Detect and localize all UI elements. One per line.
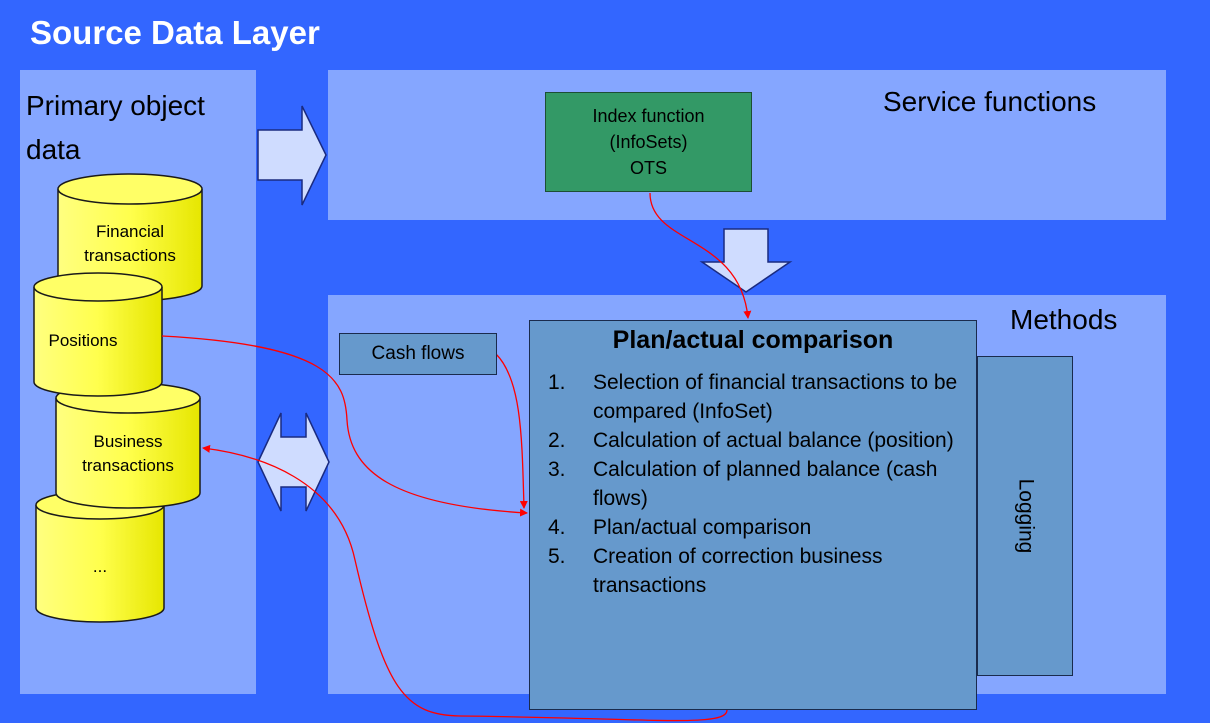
primary-object-data-label: Primary object data (26, 90, 205, 165)
index-function-line: (InfoSets) (609, 132, 688, 152)
index-function-line: OTS (629, 158, 667, 178)
plan-actual-steps: 1.Selection of financial transactions to… (548, 368, 968, 600)
logging-label: Logging (1014, 478, 1037, 554)
double-block-arrow (257, 412, 330, 512)
diagram-title: Source Data Layer (30, 14, 320, 51)
plan-actual-title: Plan/actual comparison (612, 326, 894, 354)
down-block-arrow (699, 228, 793, 293)
step-item: 4.Plan/actual comparison (548, 516, 812, 539)
step-item: 3.Calculation of planned balance (cash f… (548, 458, 938, 510)
index-function-line: Index function (592, 106, 705, 126)
right-block-arrow (257, 105, 327, 206)
connector-index-to-plan (649, 192, 752, 319)
methods-label: Methods (1010, 304, 1118, 335)
plan-actual-comparison-box (529, 320, 977, 710)
cash-flows-label: Cash flows (371, 343, 465, 364)
service-functions-label: Service functions (883, 86, 1097, 117)
step-item: 1.Selection of financial transactions to… (548, 371, 958, 423)
step-item: 5.Creation of correction business transa… (548, 545, 883, 597)
connector-positions-to-plan (161, 335, 528, 517)
logging-box (977, 356, 1073, 676)
connector-plan-to-business (202, 444, 728, 722)
cash-flows-box: Cash flows (339, 333, 497, 375)
cylinder-label-misc: ... (92, 557, 108, 576)
step-item: 2.Calculation of actual balance (positio… (548, 429, 954, 452)
logging-label-wrap: Logging (977, 356, 1073, 676)
cylinder-positions (33, 272, 163, 397)
connector-cashflows-to-plan (495, 353, 528, 509)
index-function-box: Index function (InfoSets) OTS (545, 92, 752, 192)
cylinder-label-financial-transactions: Financial transactions (84, 222, 176, 265)
cylinder-label-positions: Positions (48, 331, 118, 350)
cylinder-label-business-transactions: Business transactions (82, 432, 174, 475)
